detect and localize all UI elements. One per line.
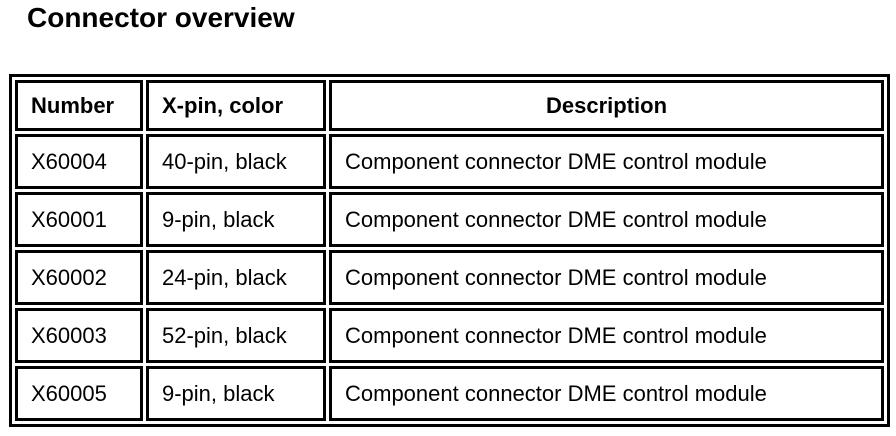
cell-description: Component connector DME control module — [329, 366, 884, 421]
table-row: X60005 9-pin, black Component connector … — [15, 366, 884, 421]
cell-description: Component connector DME control module — [329, 134, 884, 189]
cell-pin-color: 9-pin, black — [146, 192, 326, 247]
cell-number: X60003 — [15, 308, 143, 363]
cell-number: X60001 — [15, 192, 143, 247]
table-row: X60004 40-pin, black Component connector… — [15, 134, 884, 189]
cell-pin-color: 9-pin, black — [146, 366, 326, 421]
cell-number: X60004 — [15, 134, 143, 189]
column-header-pin-color: X-pin, color — [146, 80, 326, 131]
table-row: X60001 9-pin, black Component connector … — [15, 192, 884, 247]
column-header-description: Description — [329, 80, 884, 131]
cell-description: Component connector DME control module — [329, 250, 884, 305]
cell-pin-color: 52-pin, black — [146, 308, 326, 363]
table-row: X60002 24-pin, black Component connector… — [15, 250, 884, 305]
connector-overview-table: Number X-pin, color Description X60004 4… — [9, 74, 890, 427]
table-row: X60003 52-pin, black Component connector… — [15, 308, 884, 363]
table-header-row: Number X-pin, color Description — [15, 80, 884, 131]
cell-description: Component connector DME control module — [329, 308, 884, 363]
cell-description: Component connector DME control module — [329, 192, 884, 247]
cell-number: X60002 — [15, 250, 143, 305]
cell-pin-color: 24-pin, black — [146, 250, 326, 305]
page-title: Connector overview — [27, 2, 295, 33]
cell-pin-color: 40-pin, black — [146, 134, 326, 189]
column-header-number: Number — [15, 80, 143, 131]
cell-number: X60005 — [15, 366, 143, 421]
